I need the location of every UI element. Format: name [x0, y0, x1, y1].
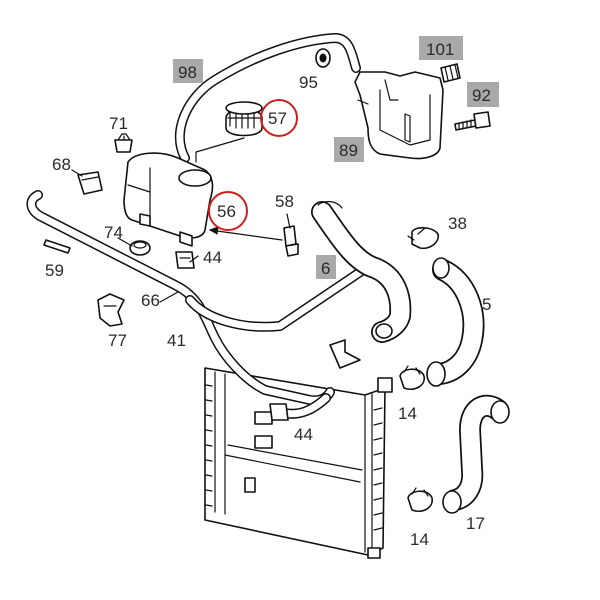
- svg-text:101: 101: [426, 40, 454, 59]
- callout-44-lower: 44: [294, 425, 313, 444]
- svg-text:44: 44: [203, 248, 222, 267]
- svg-text:41: 41: [167, 331, 186, 350]
- callout-56: 56: [208, 191, 248, 231]
- callout-101: 101: [419, 36, 463, 60]
- callout-68: 68: [52, 155, 71, 174]
- callout-66: 66: [141, 291, 160, 310]
- radiator-fins: [205, 384, 383, 531]
- tank-cap: [195, 101, 263, 163]
- grommet-74: [129, 240, 151, 256]
- callout-44-upper: 44: [203, 248, 222, 267]
- callout-89: 89: [334, 137, 364, 162]
- svg-text:66: 66: [141, 291, 160, 310]
- svg-text:56: 56: [217, 202, 236, 221]
- callout-17: 17: [466, 514, 485, 533]
- svg-text:5: 5: [482, 295, 491, 314]
- callout-5: 5: [482, 295, 491, 314]
- hose-6-upper: [311, 201, 412, 343]
- callout-14-lower: 14: [410, 530, 429, 549]
- svg-text:44: 44: [294, 425, 313, 444]
- callout-92: 92: [467, 82, 499, 107]
- svg-text:74: 74: [104, 223, 123, 242]
- clip-44-lower: [269, 403, 289, 421]
- grommet-71: [114, 133, 133, 153]
- callout-41: 41: [167, 331, 186, 350]
- clamp-14-lower: [407, 487, 433, 513]
- reservoir-bracket: [354, 71, 444, 160]
- svg-text:58: 58: [275, 192, 294, 211]
- clamp-14-upper: [399, 365, 425, 391]
- svg-text:6: 6: [321, 259, 330, 278]
- clip-68: [77, 171, 103, 195]
- clip-44-upper: [175, 251, 195, 269]
- callout-14-upper: 14: [398, 404, 417, 423]
- svg-text:57: 57: [268, 109, 287, 128]
- callout-6: 6: [316, 255, 336, 279]
- svg-text:59: 59: [45, 261, 64, 280]
- svg-text:71: 71: [109, 114, 128, 133]
- sensor-58: [208, 213, 299, 257]
- callout-57: 57: [260, 99, 298, 137]
- callout-71: 71: [109, 114, 128, 133]
- grommet-95: [315, 48, 331, 68]
- svg-text:77: 77: [108, 331, 127, 350]
- svg-text:14: 14: [410, 530, 429, 549]
- svg-text:89: 89: [339, 141, 358, 160]
- callout-74: 74: [104, 223, 123, 242]
- hose-98: [174, 33, 361, 163]
- bracket-77: [97, 293, 125, 327]
- grommet-101: [440, 63, 461, 83]
- radiator: [204, 339, 393, 559]
- callout-98: 98: [173, 59, 203, 83]
- svg-text:68: 68: [52, 155, 71, 174]
- svg-text:98: 98: [178, 63, 197, 82]
- callout-77: 77: [108, 331, 127, 350]
- hose-59: [43, 239, 71, 254]
- hose-5: [426, 257, 485, 387]
- svg-text:95: 95: [299, 73, 318, 92]
- clamp-38: [407, 226, 440, 250]
- svg-text:38: 38: [448, 214, 467, 233]
- callout-38: 38: [448, 214, 467, 233]
- svg-text:92: 92: [472, 86, 491, 105]
- svg-text:14: 14: [398, 404, 417, 423]
- callout-59: 59: [45, 261, 64, 280]
- expansion-tank: [123, 152, 214, 247]
- bolt-92: [454, 111, 491, 131]
- svg-text:17: 17: [466, 514, 485, 533]
- callout-58: 58: [275, 192, 294, 211]
- leader-lines: [71, 135, 426, 303]
- radiator-outlet-pipes: [254, 377, 393, 449]
- hose-17-lower: [442, 394, 510, 514]
- callout-95: 95: [299, 73, 318, 92]
- hose-66: [185, 257, 380, 332]
